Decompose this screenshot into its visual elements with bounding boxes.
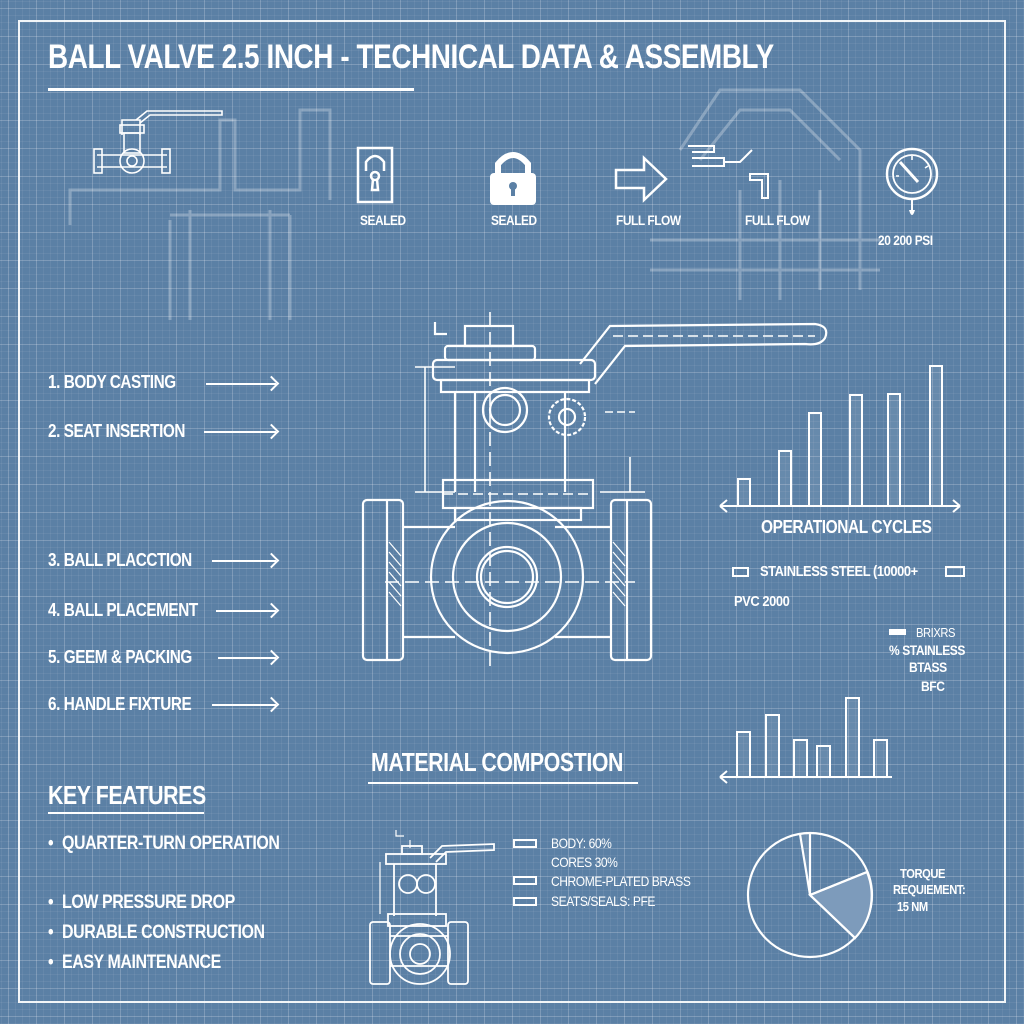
padlock-icon <box>490 152 536 205</box>
step-label: 3. BALL PLACCTION <box>48 550 192 570</box>
legend-label: STAINLESS STEEL (10000+ <box>760 563 918 580</box>
chart-bar <box>849 394 863 505</box>
material-label: BFC <box>921 678 945 694</box>
chart-bar <box>778 450 792 505</box>
feature-icon-sealed-padlock: SEALED <box>488 150 548 240</box>
feature-label: SEALED <box>491 212 537 228</box>
feature-label: SEALED <box>360 212 406 228</box>
chart-bar <box>737 478 751 505</box>
mini-valve-drawing-top <box>93 110 223 174</box>
key-features-underline <box>48 812 204 814</box>
feature-label: FULL FLOW <box>616 212 681 228</box>
bullet-icon: • <box>48 892 54 913</box>
legend-swatch <box>732 567 749 577</box>
torque-label-line1: TORQUE <box>900 866 946 881</box>
pressure-label: 20 200 PSI <box>878 232 933 248</box>
arrow-right-icon <box>216 610 276 612</box>
chart-bar <box>816 745 831 776</box>
assembly-step: 5. GEEM & PACKING <box>48 647 288 671</box>
chart-bar <box>808 412 822 505</box>
key-features-heading: KEY FEATURES <box>48 780 206 810</box>
arrow-right-icon <box>614 155 668 203</box>
lock-outline-icon <box>356 146 394 204</box>
material-composition-underline <box>368 782 638 784</box>
step-label: 6. HANDLE FIXTURE <box>48 694 192 714</box>
assembly-step: 2. SEAT INSERTION <box>48 421 288 445</box>
feature-text: EASY MAINTENANCE <box>62 952 221 973</box>
feature-text: QUARTER-TURN OPERATION <box>62 833 280 854</box>
chart-bar <box>736 731 751 776</box>
legend-swatch <box>513 897 537 906</box>
step-label: 4. BALL PLACEMENT <box>48 600 198 620</box>
material-composition-heading: MATERIAL COMPOSTION <box>371 747 623 777</box>
key-feature-item: • EASY MAINTENANCE <box>48 952 328 976</box>
feature-text: DURABLE CONSTRUCTION <box>62 922 265 943</box>
chart-x-axis <box>719 499 961 513</box>
assembly-steps-list: 1. BODY CASTING 2. SEAT INSERTION 3. BAL… <box>48 370 288 720</box>
main-ball-valve-drawing <box>361 312 828 672</box>
feature-icon-sealed-outline: SEALED <box>356 146 406 236</box>
title-underline <box>48 88 414 91</box>
assembly-step: 3. BALL PLACCTION <box>48 550 288 574</box>
bullet-icon: • <box>48 833 54 854</box>
chart-title: OPERATIONAL CYCLES <box>761 517 932 537</box>
arrow-right-icon <box>204 431 276 433</box>
assembly-step: 1. BODY CASTING <box>48 372 288 396</box>
chart-bar <box>765 714 780 776</box>
background-piping-drawing <box>68 88 880 320</box>
key-feature-item: • LOW PRESSURE DROP <box>48 892 328 916</box>
step-label: 5. GEEM & PACKING <box>48 647 192 667</box>
feature-icon-full-flow-lines: FULL FLOW <box>684 140 824 240</box>
flow-lines-icon <box>688 145 769 199</box>
chart-bar <box>873 739 888 776</box>
torque-pie-chart <box>746 831 874 959</box>
key-feature-item: • DURABLE CONSTRUCTION <box>48 922 328 946</box>
feature-icon-full-flow-arrow: FULL FLOW <box>614 150 684 240</box>
legend-label: BODY: 60% <box>551 835 612 851</box>
bullet-icon: • <box>48 952 54 973</box>
step-label: 1. BODY CASTING <box>48 372 176 392</box>
secondary-bar-chart <box>716 690 896 784</box>
bullet-icon: • <box>48 922 54 943</box>
feature-icon-pressure: 20 200 PSI <box>870 142 960 252</box>
step-label: 2. SEAT INSERTION <box>48 421 186 441</box>
legend-swatch <box>513 839 537 848</box>
chart-x-axis <box>719 770 892 784</box>
arrow-right-icon <box>212 560 276 562</box>
chart-bar <box>793 739 808 776</box>
legend-label: PVC 2000 <box>734 593 790 610</box>
feature-label: FULL FLOW <box>745 212 810 228</box>
legend-swatch <box>945 566 965 577</box>
key-feature-item: • QUARTER-TURN OPERATION <box>48 833 328 857</box>
legend-label: SEATS/SEALS: PFE <box>551 893 655 909</box>
torque-value: 15 NM <box>897 899 928 914</box>
chart-bar <box>845 697 860 776</box>
feature-text: LOW PRESSURE DROP <box>62 892 235 913</box>
assembly-step: 6. HANDLE FIXTURE <box>48 694 288 718</box>
material-label: % STAINLESS <box>889 642 966 658</box>
legend-swatch-filled <box>889 629 906 635</box>
mini-valve-drawing-bottom <box>369 830 495 985</box>
material-label: BRIXRS <box>916 625 956 640</box>
blueprint-frame <box>18 20 1006 1003</box>
chart-bar <box>929 365 943 505</box>
legend-label: CORES 30% <box>551 854 618 870</box>
chart-bar <box>887 393 901 505</box>
arrow-right-icon <box>206 383 276 385</box>
arrow-right-icon <box>212 704 276 706</box>
material-label: BTASS <box>909 659 947 675</box>
assembly-step: 4. BALL PLACEMENT <box>48 600 288 624</box>
legend-label: CHROME-PLATED BRASS <box>551 873 691 889</box>
operational-cycles-chart <box>716 356 966 516</box>
pressure-gauge-icon <box>885 147 939 215</box>
page-title: BALL VALVE 2.5 INCH - TECHNICAL DATA & A… <box>48 38 774 76</box>
torque-label-line2: REQUIEMENT: <box>893 882 966 897</box>
legend-swatch <box>513 876 537 885</box>
arrow-right-icon <box>218 657 276 659</box>
